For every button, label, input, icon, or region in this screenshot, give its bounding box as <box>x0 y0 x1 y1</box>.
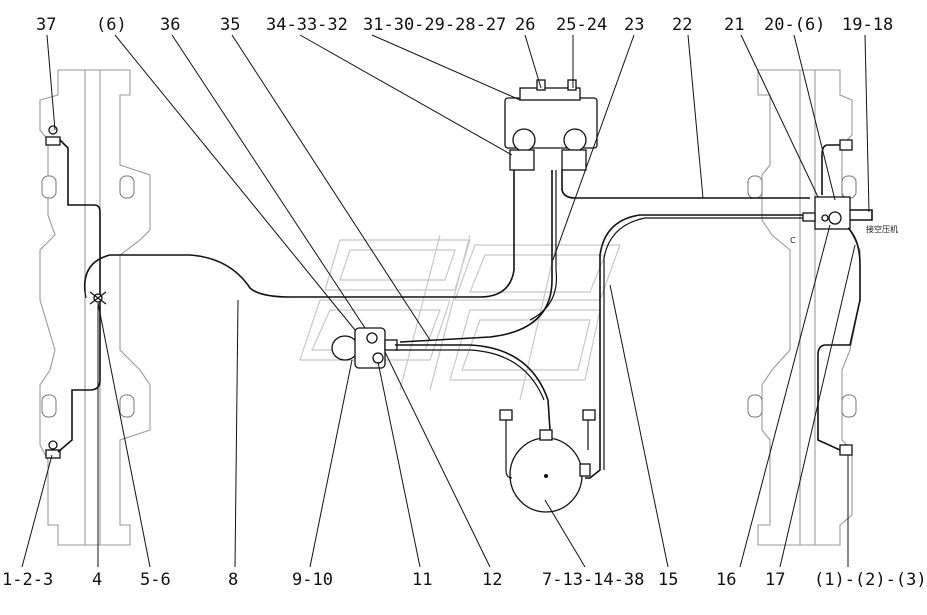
bolt-icon <box>119 175 135 199</box>
bottom-leaders <box>21 224 856 568</box>
watermark-logo <box>299 234 621 401</box>
label-8: 8 <box>228 570 238 590</box>
right-brake-chamber-top <box>839 139 853 151</box>
top-labels: 37 (6) 36 35 34-33-32 31-30-29-28-27 26 … <box>36 15 893 35</box>
right-brake-line <box>817 144 861 451</box>
label-31-27: 31-30-29-28-27 <box>363 15 506 35</box>
label-4: 4 <box>92 570 102 590</box>
relay-valve <box>802 196 851 230</box>
label-16: 16 <box>716 570 736 590</box>
quick-release-valve <box>331 327 398 369</box>
left-axle <box>39 69 151 546</box>
line-8 <box>83 170 515 298</box>
label-7-13-14-38: 7-13-14-38 <box>542 570 644 590</box>
bottom-labels: 1-2-3 4 5-6 8 9-10 11 12 7-13-14-38 15 1… <box>2 570 927 590</box>
label-11: 11 <box>412 570 432 590</box>
label-25-24: 25-24 <box>556 15 607 35</box>
compressor-line <box>850 209 873 221</box>
bolt-icon <box>747 394 763 418</box>
line-15 <box>585 214 810 479</box>
label-1-2-3-paren: (1)-(2)-(3) <box>814 570 927 590</box>
note-c: C <box>790 236 796 245</box>
label-9-10: 9-10 <box>292 570 333 590</box>
right-brake-chamber-bottom <box>839 444 853 456</box>
bolt-icon <box>119 394 135 418</box>
dual-brake-valve <box>504 79 598 171</box>
label-17: 17 <box>765 570 785 590</box>
line-35 <box>395 344 551 431</box>
label-20-6: 20-(6) <box>764 15 825 35</box>
tee-fitting-left-cross <box>89 291 107 305</box>
label-37: 37 <box>36 15 56 35</box>
label-22: 22 <box>672 15 692 35</box>
bolt-icon <box>841 175 857 199</box>
line-23 <box>529 170 558 321</box>
label-23: 23 <box>624 15 644 35</box>
label-36: 36 <box>160 15 180 35</box>
label-15: 15 <box>658 570 678 590</box>
line-valve-to-tank <box>399 170 553 343</box>
bolt-icon <box>841 394 857 418</box>
label-35: 35 <box>220 15 240 35</box>
label-34-33-32: 34-33-32 <box>266 15 348 35</box>
left-brake-line <box>57 139 101 453</box>
right-axle: C <box>747 69 861 546</box>
left-brake-chamber-top <box>45 125 61 146</box>
label-21: 21 <box>724 15 744 35</box>
label-19-18: 19-18 <box>842 15 893 35</box>
label-5-6: 5-6 <box>140 570 171 590</box>
bolt-icon <box>41 394 57 418</box>
bolt-icon <box>747 175 763 199</box>
air-tank <box>499 409 596 513</box>
line-22 <box>561 170 810 199</box>
left-brake-chamber-bottom <box>45 440 61 459</box>
label-12: 12 <box>482 570 502 590</box>
label-26: 26 <box>515 15 535 35</box>
note-compressor: 接空压机 <box>866 224 898 234</box>
top-leaders <box>46 34 870 341</box>
bolt-icon <box>41 175 57 199</box>
label-1-2-3: 1-2-3 <box>2 570 53 590</box>
label-6: (6) <box>96 15 127 35</box>
